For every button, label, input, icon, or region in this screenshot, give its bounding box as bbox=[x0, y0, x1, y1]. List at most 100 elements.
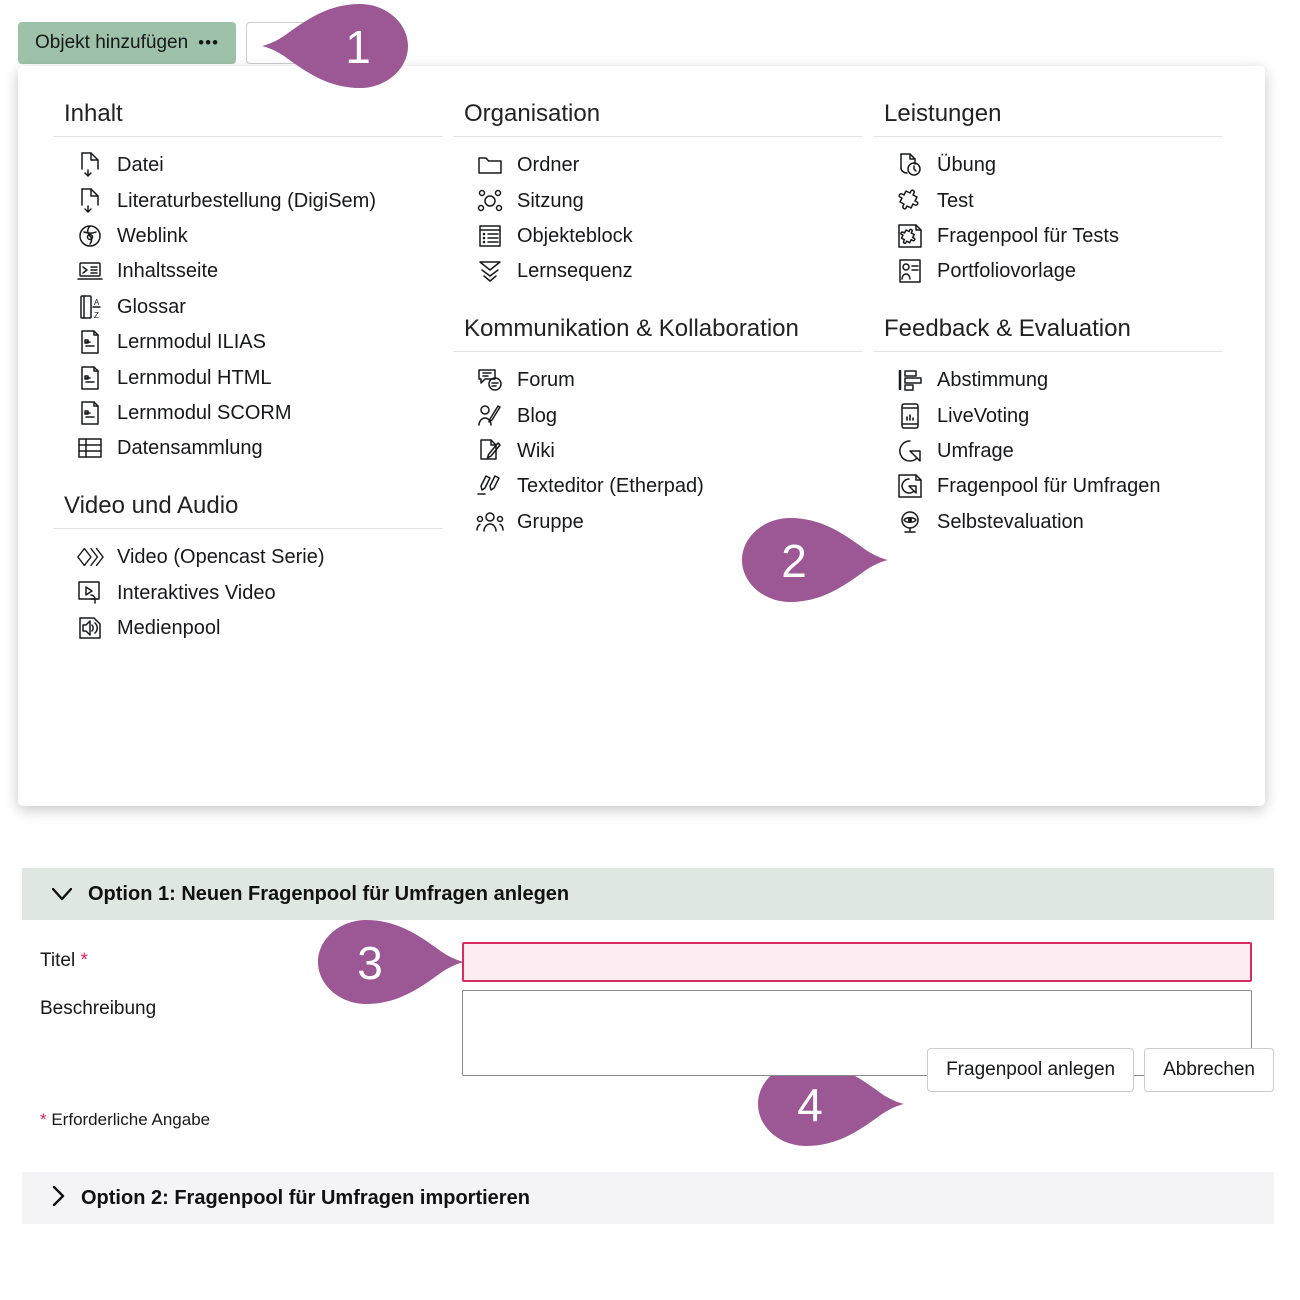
dropdown-item-wiki[interactable]: Wiki bbox=[454, 433, 874, 468]
dropdown-item-livevoting[interactable]: LiveVoting bbox=[874, 398, 1234, 433]
toolbar: Objekt hinzufügen ••• alten bbox=[18, 22, 347, 64]
dropdown-item-lernmodul-html[interactable]: Lernmodul HTML bbox=[54, 360, 454, 395]
dropdown-item-selbstevaluation[interactable]: Selbstevaluation bbox=[874, 504, 1234, 539]
group-divider bbox=[874, 136, 1222, 138]
dropdown-item-test[interactable]: Test bbox=[874, 183, 1234, 218]
form-button-row: Fragenpool anlegen Abbrechen bbox=[22, 1048, 1274, 1092]
object-block-icon bbox=[476, 223, 504, 249]
description-label-text: Beschreibung bbox=[40, 998, 157, 1019]
dropdown-item-ordner[interactable]: Ordner bbox=[454, 147, 874, 182]
folder-icon bbox=[476, 152, 504, 178]
add-object-button[interactable]: Objekt hinzufügen ••• bbox=[18, 22, 237, 64]
group-divider bbox=[874, 351, 1222, 353]
group-divider bbox=[454, 351, 862, 353]
learning-module-icon bbox=[76, 365, 104, 391]
dropdown-item-label: LiveVoting bbox=[937, 404, 1030, 427]
title-label-text: Titel bbox=[40, 950, 76, 971]
globe-link-icon bbox=[76, 223, 104, 249]
dropdown-item-datensammlung[interactable]: Datensammlung bbox=[54, 430, 454, 465]
group-title: Inhalt bbox=[64, 100, 123, 127]
required-asterisk: * bbox=[80, 950, 88, 971]
dropdown-item-weblink[interactable]: Weblink bbox=[54, 218, 454, 253]
dropdown-item-lernmodul-scorm[interactable]: Lernmodul SCORM bbox=[54, 395, 454, 430]
dropdown-item-label: Gruppe bbox=[517, 510, 584, 533]
option1-title: Option 1: Neuen Fragenpool für Umfragen … bbox=[88, 882, 570, 905]
dropdown-item-label: Lernsequenz bbox=[517, 260, 633, 283]
dropdown-item-portfoliovorlage[interactable]: Portfoliovorlage bbox=[874, 253, 1234, 288]
chevron-right-icon bbox=[52, 1185, 65, 1210]
dropdown-item-sitzung[interactable]: Sitzung bbox=[454, 183, 874, 218]
dropdown-item-umfrage[interactable]: Umfrage bbox=[874, 433, 1234, 468]
dropdown-item-label: Selbstevaluation bbox=[937, 510, 1084, 533]
question-pool-survey-icon bbox=[896, 473, 924, 499]
dropdown-item-fragenpool-f-r-umfragen[interactable]: Fragenpool für Umfragen bbox=[874, 468, 1234, 503]
cancel-button[interactable]: Abbrechen bbox=[1144, 1048, 1274, 1092]
dropdown-item-video-opencast-serie[interactable]: Video (Opencast Serie) bbox=[54, 539, 454, 574]
dropdown-item-label: Glossar bbox=[117, 295, 186, 318]
dropdown-item-label: Wiki bbox=[517, 439, 555, 462]
dropdown-item-interaktives-video[interactable]: Interaktives Video bbox=[54, 575, 454, 610]
svg-text:Z: Z bbox=[94, 311, 99, 320]
option2-accordion-header[interactable]: Option 2: Fragenpool für Umfragen import… bbox=[22, 1172, 1274, 1224]
survey-pie-icon bbox=[896, 438, 924, 464]
dropdown-item-gruppe[interactable]: Gruppe bbox=[454, 504, 874, 539]
title-input[interactable] bbox=[462, 942, 1252, 982]
option1-accordion-header[interactable]: Option 1: Neuen Fragenpool für Umfragen … bbox=[22, 868, 1274, 920]
dropdown-item-objekteblock[interactable]: Objekteblock bbox=[454, 218, 874, 253]
group-divider bbox=[54, 528, 442, 530]
file-download-icon bbox=[76, 152, 104, 178]
session-icon bbox=[476, 188, 504, 214]
dropdown-item-forum[interactable]: Forum bbox=[454, 362, 874, 397]
learning-module-icon bbox=[76, 329, 104, 355]
dropdown-item-bung[interactable]: Übung bbox=[874, 147, 1234, 182]
dropdown-item-label: Datei bbox=[117, 154, 164, 177]
dropdown-item-fragenpool-f-r-tests[interactable]: Fragenpool für Tests bbox=[874, 218, 1234, 253]
chevron-down-icon bbox=[51, 883, 73, 905]
description-label: Beschreibung bbox=[22, 990, 462, 1020]
dropdown-item-medienpool[interactable]: Medienpool bbox=[54, 610, 454, 645]
manage-content-label: alten bbox=[287, 32, 330, 53]
group-title: Kommunikation & Kollaboration bbox=[464, 314, 799, 342]
ellipsis-icon: ••• bbox=[198, 33, 220, 52]
dropdown-item-literaturbestellung-digisem[interactable]: Literaturbestellung (DigiSem) bbox=[54, 183, 454, 218]
question-pool-test-icon bbox=[896, 223, 924, 249]
group-title: Video und Audio bbox=[64, 491, 239, 519]
dropdown-item-label: Lernmodul ILIAS bbox=[117, 331, 266, 354]
title-field-row: Titel * bbox=[22, 942, 1274, 982]
media-pool-icon bbox=[76, 615, 104, 641]
dropdown-item-label: Fragenpool für Tests bbox=[937, 225, 1119, 248]
create-pool-button[interactable]: Fragenpool anlegen bbox=[927, 1048, 1135, 1092]
dropdown-item-lernsequenz[interactable]: Lernsequenz bbox=[454, 253, 874, 288]
required-note-text: Erforderliche Angabe bbox=[46, 1110, 211, 1129]
option1-body: Titel * Beschreibung Fragenpool anlegen … bbox=[22, 920, 1274, 1148]
dropdown-item-label: Forum bbox=[517, 369, 575, 392]
dropdown-item-blog[interactable]: Blog bbox=[454, 398, 874, 433]
dropdown-item-label: Umfrage bbox=[937, 439, 1014, 462]
dropdown-item-lernmodul-ilias[interactable]: Lernmodul ILIAS bbox=[54, 324, 454, 359]
dropdown-item-abstimmung[interactable]: Abstimmung bbox=[874, 362, 1234, 397]
dropdown-item-label: Texteditor (Etherpad) bbox=[517, 475, 704, 498]
option2-title: Option 2: Fragenpool für Umfragen import… bbox=[81, 1186, 530, 1209]
manage-content-button[interactable]: alten bbox=[246, 22, 347, 64]
dropdown-item-label: Abstimmung bbox=[937, 369, 1049, 392]
group-divider bbox=[54, 136, 442, 138]
form-spacer bbox=[22, 1148, 1274, 1172]
required-note: * Erforderliche Angabe bbox=[22, 1110, 1274, 1130]
dropdown-item-inhaltsseite[interactable]: Inhaltsseite bbox=[54, 253, 454, 288]
etherpad-icon bbox=[476, 473, 504, 499]
required-note-asterisk: * bbox=[40, 1110, 47, 1129]
dropdown-item-texteditor-etherpad[interactable]: Texteditor (Etherpad) bbox=[454, 468, 874, 503]
dropdown-item-datei[interactable]: Datei bbox=[54, 147, 454, 182]
poll-bars-icon bbox=[896, 367, 924, 393]
interactive-video-icon bbox=[76, 580, 104, 606]
dropdown-item-label: Portfoliovorlage bbox=[937, 260, 1076, 283]
